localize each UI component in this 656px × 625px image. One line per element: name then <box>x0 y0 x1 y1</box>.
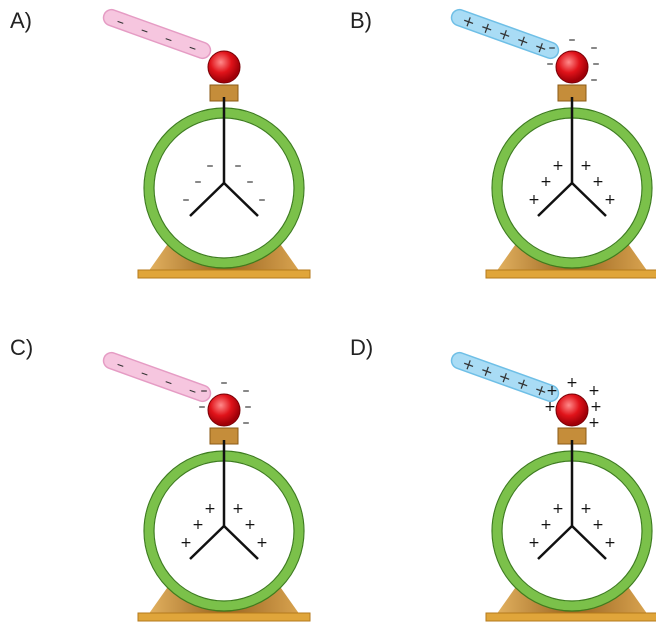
rod-sign: + <box>532 37 550 58</box>
electroscope-c: ++++++–––––––––– <box>102 351 311 622</box>
electroscope-b: +++++++++++–––––– <box>450 8 656 279</box>
leaf-sign: + <box>528 192 540 208</box>
leaf-sign: + <box>192 517 204 533</box>
ball-sign: – <box>199 399 206 415</box>
rod-sign: + <box>496 367 514 388</box>
ball-sign: – <box>593 56 600 72</box>
panel-c: C) ++++++–––––––––– <box>0 313 328 625</box>
ball-sign: – <box>201 383 208 399</box>
rod-sign: + <box>496 24 514 45</box>
rod-sign: + <box>514 373 532 394</box>
rod-body <box>102 351 212 403</box>
charged-rod: +++++ <box>450 8 560 60</box>
leaf-sign: + <box>180 535 192 551</box>
leaf-sign: + <box>552 501 564 517</box>
metal-ball <box>555 50 589 84</box>
ball-sign: – <box>245 399 252 415</box>
panel-label-b: B) <box>350 8 372 33</box>
leaf-left <box>537 525 573 560</box>
metal-ball <box>207 50 241 84</box>
leaf-sign: + <box>528 535 540 551</box>
ball-sign: – <box>243 415 250 431</box>
panel-a: A) –––––––––– <box>0 0 328 312</box>
leaf-sign: + <box>604 535 616 551</box>
leaf-sign: + <box>232 501 244 517</box>
panel-label-a: A) <box>10 8 32 33</box>
rod-sign: + <box>460 11 478 32</box>
metal-ball <box>555 393 589 427</box>
leaf-left <box>537 182 573 217</box>
base-plate <box>485 269 656 279</box>
leaf-sign: + <box>540 174 552 190</box>
ball-sign: – <box>549 40 556 56</box>
leaf-right <box>571 525 607 560</box>
ball-sign: – <box>221 375 228 391</box>
rod-body <box>450 8 560 60</box>
leaf-sign: – <box>259 192 266 208</box>
rod-body <box>450 351 560 403</box>
electroscope-a: –––––––––– <box>102 8 311 279</box>
rod-sign: + <box>478 360 496 381</box>
leaf-sign: + <box>604 192 616 208</box>
ball-sign: + <box>588 415 600 431</box>
leaf-sign: + <box>592 517 604 533</box>
ball-sign: – <box>591 72 598 88</box>
rod-sign: + <box>460 354 478 375</box>
ball-sign: + <box>546 383 558 399</box>
ball-sign: + <box>544 399 556 415</box>
leaf-sign: – <box>207 158 214 174</box>
charged-rod: –––– <box>102 351 212 403</box>
metal-ball <box>207 393 241 427</box>
panel-label-d: D) <box>350 335 374 360</box>
rod-body <box>102 8 212 60</box>
charged-rod: +++++ <box>450 351 560 403</box>
base-plate <box>137 612 311 622</box>
leaf-sign: + <box>580 501 592 517</box>
charged-rod: –––– <box>102 8 212 60</box>
leaf-sign: + <box>540 517 552 533</box>
leaf-sign: – <box>247 174 254 190</box>
leaf-right <box>571 182 607 217</box>
leaf-right <box>223 525 259 560</box>
leaf-sign: + <box>552 158 564 174</box>
ball-sign: – <box>547 56 554 72</box>
rod-sign: + <box>478 17 496 38</box>
ball-sign: + <box>588 383 600 399</box>
ball-sign: – <box>243 383 250 399</box>
leaf-sign: + <box>204 501 216 517</box>
rod-sign: + <box>532 380 550 401</box>
base-plate <box>485 612 656 622</box>
rod-sign: + <box>514 30 532 51</box>
leaf-sign: – <box>235 158 242 174</box>
leaf-sign: – <box>183 192 190 208</box>
leaf-left <box>189 182 225 217</box>
leaf-sign: + <box>592 174 604 190</box>
ball-sign: + <box>590 399 602 415</box>
leaf-right <box>223 182 259 217</box>
leaf-sign: + <box>256 535 268 551</box>
base-plate <box>137 269 311 279</box>
ball-sign: – <box>591 40 598 56</box>
leaf-sign: + <box>580 158 592 174</box>
ball-sign: – <box>569 32 576 48</box>
panel-b: B) +++++++++++–––––– <box>328 0 656 312</box>
electroscope-d: +++++++++++++++++ <box>450 351 656 622</box>
panel-label-c: C) <box>10 335 34 360</box>
leaf-left <box>189 525 225 560</box>
leaf-sign: – <box>195 174 202 190</box>
leaf-sign: + <box>244 517 256 533</box>
ball-sign: + <box>566 375 578 391</box>
panel-d: D) +++++++++++++++++ <box>328 313 656 625</box>
